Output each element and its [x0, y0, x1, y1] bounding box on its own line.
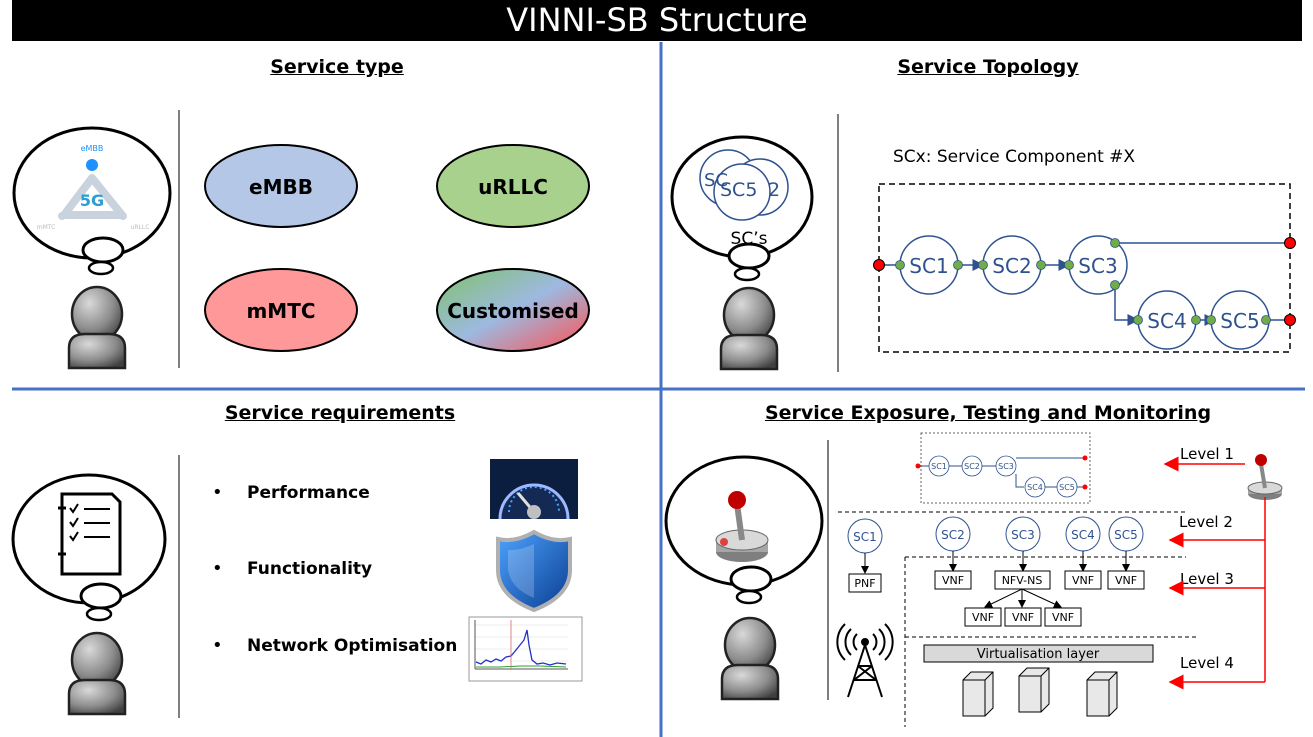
server-icon — [1086, 671, 1118, 717]
nfv-ns-box: NFV-NS — [1002, 574, 1043, 587]
vnf-box: VNF — [1012, 611, 1034, 624]
5g-triangle-icon: eMBB 5G mMTC uRLLC — [37, 144, 150, 231]
chart-icon — [468, 616, 583, 682]
svg-text:SC3: SC3 — [1078, 254, 1117, 278]
component-label: SC2 — [941, 528, 965, 542]
mini-topology-boundary — [920, 432, 1091, 504]
component-row: SC1 SC2 SC3 SC4 SC5 — [847, 516, 1144, 554]
ellipse-embb: eMBB — [204, 144, 358, 228]
svg-text:SC4: SC4 — [1147, 309, 1186, 333]
5g-icon-label-right: uRLLC — [131, 224, 150, 231]
speedometer-icon — [490, 459, 578, 520]
ellipse-label: uRLLC — [478, 175, 548, 199]
shield-icon — [496, 529, 572, 613]
topology-node-sc2: SC2 — [982, 235, 1042, 295]
bubble-component-label: SC — [704, 170, 728, 191]
level-1-label: Level 1 — [1180, 445, 1234, 463]
person-icon — [720, 616, 780, 701]
topology-node-sc5: SC5 — [1210, 290, 1270, 350]
requirement-bullet: • — [212, 635, 223, 656]
joystick-icon — [1247, 454, 1283, 500]
5g-icon-label-left: mMTC — [37, 224, 56, 231]
component-label: SC3 — [1011, 528, 1035, 542]
thought-bubble-checklist — [11, 473, 167, 622]
service-type-title: Service type — [270, 56, 404, 78]
person-icon — [67, 285, 127, 370]
component-label: SC4 — [1071, 528, 1095, 542]
svg-text:SC2: SC2 — [992, 254, 1031, 278]
topology-legend: SCx: Service Component #X — [893, 147, 1135, 167]
topology-graph: SC1 SC2 SC3 SC4 SC5 — [873, 235, 1296, 350]
requirement-bullet: • — [212, 558, 223, 579]
vnf-box: VNF — [972, 611, 994, 624]
mini-node-label: SC4 — [1027, 483, 1043, 492]
ellipse-label: mMTC — [246, 299, 315, 323]
person-icon — [719, 286, 779, 371]
level-4-label: Level 4 — [1180, 654, 1234, 672]
person-icon — [67, 631, 127, 716]
5g-icon-label-center: 5G — [80, 191, 104, 210]
ellipse-customised: Customised — [436, 268, 590, 352]
vnf-box: VNF — [1052, 611, 1074, 624]
thought-bubble-joystick — [664, 455, 824, 605]
vnf-box: VNF — [1115, 574, 1137, 587]
svg-text:SC5: SC5 — [1220, 309, 1259, 333]
requirement-network-optimisation: Network Optimisation — [247, 636, 457, 656]
component-arrows — [861, 551, 1130, 608]
requirement-bullet: • — [212, 482, 223, 503]
ellipse-mmtc: mMTC — [204, 268, 358, 352]
service-exposure-title: Service Exposure, Testing and Monitoring — [764, 402, 1212, 424]
level-2-label: Level 2 — [1179, 513, 1233, 531]
antenna-tower-icon — [836, 623, 894, 698]
requirement-functionality: Functionality — [247, 559, 372, 579]
bubble-component-label: SC5 — [720, 179, 757, 201]
virtualisation-layer-label: Virtualisation layer — [977, 647, 1100, 662]
topology-node-sc3: SC3 — [1068, 235, 1128, 295]
mini-topology: SC1 SC2 SC3 SC4 SC5 — [915, 455, 1088, 498]
ellipse-urllc: uRLLC — [436, 144, 590, 228]
5g-icon-label-top: eMBB — [81, 144, 104, 153]
thought-bubble-scs: SC SC5 2 SC’s — [670, 135, 814, 282]
mini-node-label: SC2 — [964, 462, 980, 471]
server-icon — [1018, 667, 1050, 713]
level-3-label: Level 3 — [1180, 570, 1234, 588]
component-label: SC5 — [1114, 528, 1138, 542]
mini-node-label: SC1 — [931, 462, 947, 471]
service-topology-title: Service Topology — [897, 56, 1079, 78]
checklist-icon — [58, 492, 122, 576]
vnf-box: VNF — [1072, 574, 1094, 587]
bubble-component-label: 2 — [768, 179, 780, 201]
server-icon — [962, 671, 994, 717]
function-boxes: PNF VNF NFV-NS VNF VNF VNF VNF VNF — [848, 570, 1145, 627]
topology-node-sc4: SC4 — [1137, 290, 1197, 350]
bubble-scs-label: SC’s — [731, 229, 768, 249]
service-requirements-title: Service requirements — [224, 402, 456, 424]
component-label: SC1 — [853, 530, 877, 544]
level-arrows — [1163, 456, 1266, 690]
requirement-performance: Performance — [247, 483, 370, 503]
mini-node-label: SC3 — [998, 462, 1014, 471]
topology-node-sc1: SC1 — [899, 235, 959, 295]
thought-bubble-5g — [12, 126, 172, 276]
svg-text:SC1: SC1 — [909, 254, 948, 278]
ellipse-label: eMBB — [249, 175, 313, 199]
pnf-box: PNF — [854, 577, 875, 590]
page-title: VINNI-SB Structure — [12, 0, 1302, 41]
vnf-box: VNF — [942, 574, 964, 587]
ellipse-label: Customised — [447, 299, 579, 323]
virtualisation-layer — [923, 644, 1154, 663]
mini-node-label: SC5 — [1059, 483, 1075, 492]
joystick-icon — [715, 491, 769, 562]
